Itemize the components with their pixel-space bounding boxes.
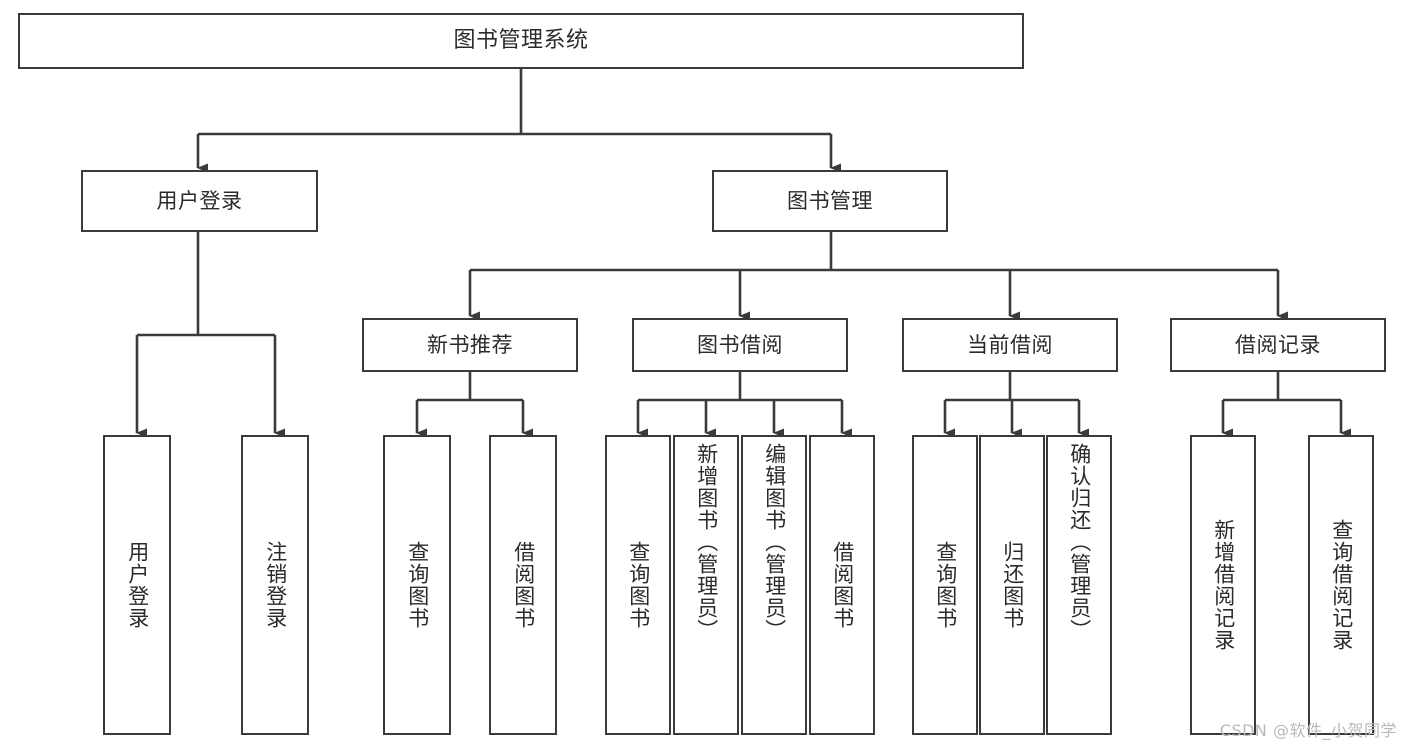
node-leaf-add-borrow-record[interactable]: 新增借阅记录 (1190, 435, 1256, 735)
node-leaf-query-borrow-record[interactable]: 查询借阅记录 (1308, 435, 1374, 735)
watermark-text: CSDN @软件_小贺同学 (1219, 721, 1397, 740)
node-current-borrow[interactable]: 当前借阅 (902, 318, 1118, 372)
node-label: 查询图书 (933, 541, 958, 629)
node-new-book-recommend[interactable]: 新书推荐 (362, 318, 578, 372)
node-book-borrow[interactable]: 图书借阅 (632, 318, 848, 372)
node-label: 新增借阅记录 (1211, 519, 1236, 651)
node-label: 查询图书 (626, 541, 651, 629)
node-label: 图书借阅 (697, 332, 783, 357)
node-label: 借阅图书 (830, 541, 855, 629)
node-leaf-logout-login[interactable]: 注销登录 (241, 435, 309, 735)
node-label: 新增图书（管理员） (694, 443, 719, 641)
node-leaf-add-book-admin[interactable]: 新增图书（管理员） (673, 435, 739, 735)
node-label: 新书推荐 (427, 332, 513, 357)
node-label: 图书管理 (787, 188, 873, 213)
node-book-management[interactable]: 图书管理 (712, 170, 948, 232)
node-leaf-return-book[interactable]: 归还图书 (979, 435, 1045, 735)
node-label: 图书管理系统 (453, 28, 589, 54)
node-leaf-query-book-borrow[interactable]: 查询图书 (605, 435, 671, 735)
node-label: 归还图书 (1000, 541, 1025, 629)
node-root-book-management-system[interactable]: 图书管理系统 (18, 13, 1024, 69)
node-borrow-record[interactable]: 借阅记录 (1170, 318, 1386, 372)
node-leaf-borrow-book-recommend[interactable]: 借阅图书 (489, 435, 557, 735)
node-leaf-edit-book-admin[interactable]: 编辑图书（管理员） (741, 435, 807, 735)
node-label: 用户登录 (125, 541, 150, 629)
node-label: 当前借阅 (967, 332, 1053, 357)
node-label: 借阅记录 (1235, 332, 1321, 357)
node-leaf-query-book-recommend[interactable]: 查询图书 (383, 435, 451, 735)
node-leaf-user-login[interactable]: 用户登录 (103, 435, 171, 735)
node-leaf-query-book-current[interactable]: 查询图书 (912, 435, 978, 735)
node-leaf-confirm-return-admin[interactable]: 确认归还（管理员） (1046, 435, 1112, 735)
node-label: 借阅图书 (511, 541, 536, 629)
node-label: 用户登录 (156, 188, 243, 213)
node-label: 查询借阅记录 (1329, 519, 1354, 651)
node-label: 查询图书 (405, 541, 430, 629)
node-label: 编辑图书（管理员） (762, 443, 787, 641)
node-label: 确认归还（管理员） (1067, 443, 1092, 641)
node-leaf-borrow-book-borrow[interactable]: 借阅图书 (809, 435, 875, 735)
node-user-login[interactable]: 用户登录 (81, 170, 318, 232)
node-label: 注销登录 (263, 541, 288, 629)
